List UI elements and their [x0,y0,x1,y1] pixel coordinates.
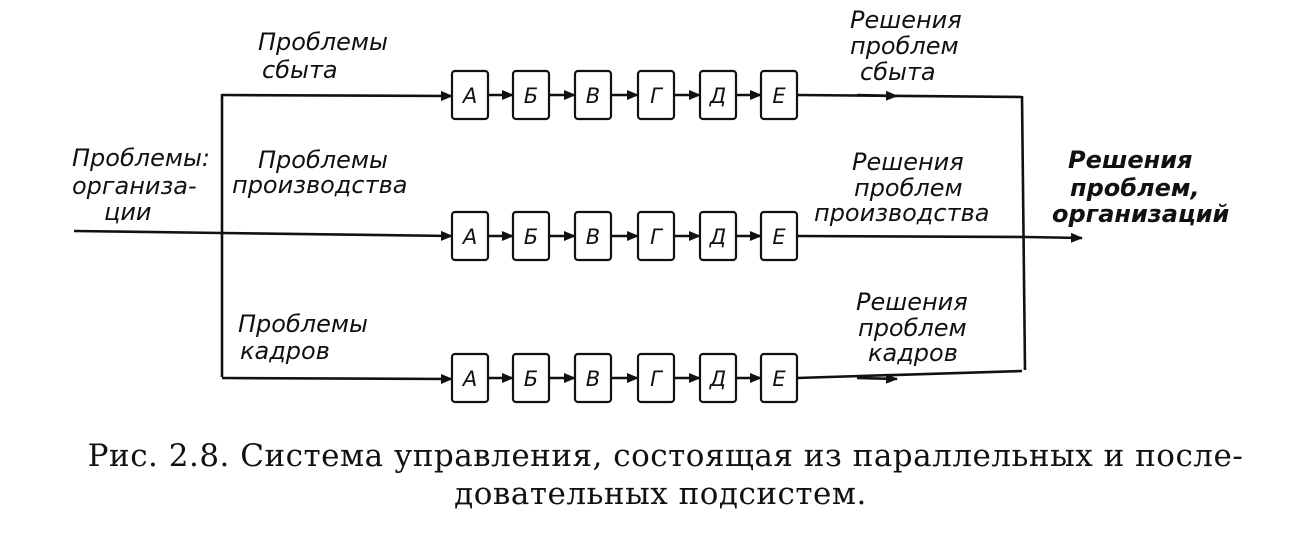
stage-label: А [461,84,477,108]
problem-label-line2: сбыта [262,56,338,84]
stage-label: Г [650,225,664,249]
stage-label: Б [524,84,538,108]
branch-exit-line [796,93,1023,99]
solution-label-line3: сбыта [860,58,936,86]
branch-entry-arrow [221,90,453,101]
output-label-line1: Решения [1068,146,1192,174]
stage-label: В [586,367,600,391]
output-label-line2: проблем, [1070,174,1200,202]
branch-exit-line [796,369,1023,380]
problem-label-line1: Проблемы [258,146,388,174]
stage-label: Д [709,367,726,391]
stage-label: А [461,225,477,249]
branch-entry-arrow [221,230,453,241]
solution-label-line2: проблем [850,32,959,60]
stage-label: Б [524,225,538,249]
branch-exit-line [796,234,1026,239]
solution-label-line3: производства [814,199,989,227]
problem-label-line1: Проблемы [258,28,388,56]
stage-label: В [586,225,600,249]
output-arrow [1024,232,1083,243]
solution-label-line2: проблем [858,314,967,342]
input-label-line3: ции [104,198,152,226]
stage-label: Д [709,84,726,108]
branch-exit-arrow [856,373,898,384]
input-line [73,229,223,235]
stage-label: Г [650,84,664,108]
problem-label-line2: производства [232,171,407,199]
branch-exit-arrow [856,90,898,101]
branch-entry-arrow [221,373,453,384]
solution-label-line1: Решения [852,148,964,176]
figure-caption-line2: довательных подсистем. [454,476,867,512]
input-label-line2: организа- [72,172,197,200]
figure-caption-line1: Рис. 2.8. Система управления, состоящая … [87,438,1244,474]
solution-label-line2: проблем [854,174,963,202]
solution-label-line1: Решения [856,288,968,316]
solution-label-line3: кадров [868,339,958,367]
output-label: Решения проблем, организаций [1052,146,1230,228]
stage-label: В [586,84,600,108]
input-label-line1: Проблемы: [72,144,210,172]
merge-line [1020,95,1027,371]
problem-label-line2: кадров [240,337,330,365]
output-label-line3: организаций [1052,200,1230,228]
input-label: Проблемы: организа- ции [72,144,218,226]
solution-label-line1: Решения [850,6,962,34]
problem-label-line1: Проблемы [238,310,368,338]
stage-label: Е [772,367,786,391]
stage-label: А [461,367,477,391]
stage-label: Е [772,84,786,108]
stage-label: Г [650,367,664,391]
stage-label: Е [772,225,786,249]
stage-label: Д [709,225,726,249]
stage-label: Б [524,367,538,391]
